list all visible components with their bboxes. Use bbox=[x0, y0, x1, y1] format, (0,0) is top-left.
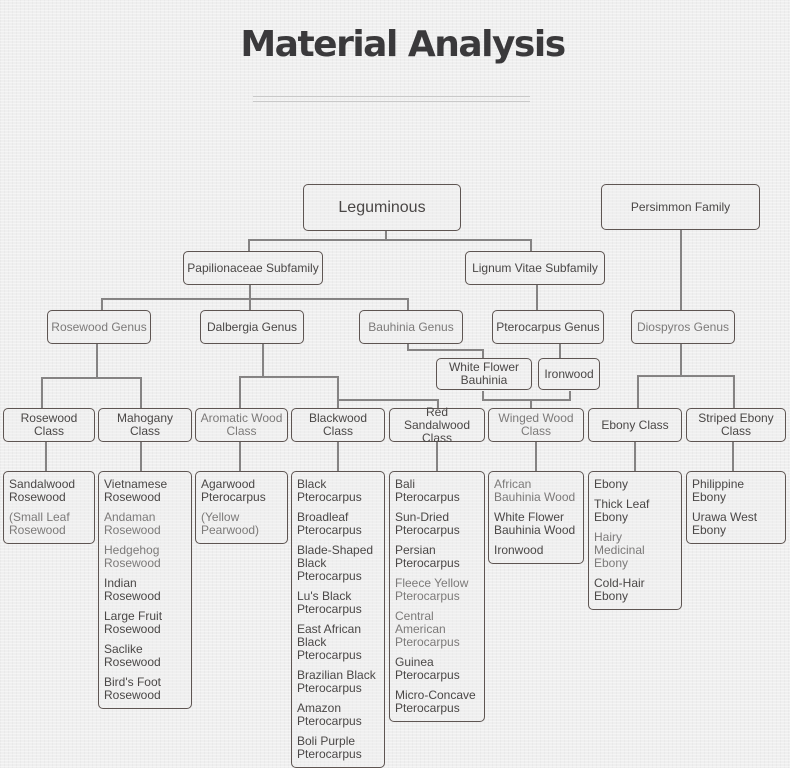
node-label: Mahogany Class bbox=[116, 411, 174, 438]
node-label: Rosewood Genus bbox=[51, 319, 147, 334]
list-item: Lu's Black Pterocarpus bbox=[297, 589, 362, 616]
list-item: Boli Purple Pterocarpus bbox=[297, 734, 362, 761]
node-rosewood-genus[interactable]: Rosewood Genus bbox=[47, 310, 151, 344]
node-mahogany-class[interactable]: Mahogany Class bbox=[98, 408, 192, 442]
node-persimmon-family[interactable]: Persimmon Family bbox=[601, 184, 760, 230]
list-red-sandalwood-class: Bali Pterocarpus Sun-Dried Pterocarpus P… bbox=[389, 471, 485, 722]
node-label: Diospyros Genus bbox=[636, 319, 730, 334]
node-lignum-vitae-subfamily[interactable]: Lignum Vitae Subfamily bbox=[465, 251, 605, 285]
list-rosewood-class: Sandalwood Rosewood (Small Leaf Rosewood bbox=[3, 471, 95, 544]
list-item: Large Fruit Rosewood bbox=[104, 609, 163, 636]
list-item: Central American Pterocarpus bbox=[395, 609, 460, 649]
node-striped-ebony-class[interactable]: Striped Ebony Class bbox=[686, 408, 786, 442]
node-label: Papilionaceae Subfamily bbox=[187, 260, 319, 275]
list-item: Micro-Concave Pterocarpus bbox=[395, 688, 476, 715]
list-item: Broadleaf Pterocarpus bbox=[297, 510, 362, 537]
node-label: Aromatic Wood Class bbox=[200, 411, 283, 438]
list-mahogany-class: Vietnamese Rosewood Andaman Rosewood Hed… bbox=[98, 471, 192, 709]
node-winged-wood-class[interactable]: Winged Wood Class bbox=[488, 408, 584, 442]
list-item: Ebony bbox=[594, 477, 629, 491]
list-winged-wood-class: African Bauhinia Wood White Flower Bauhi… bbox=[488, 471, 584, 564]
list-item: Hedgehog Rosewood bbox=[104, 543, 161, 570]
list-item: Fleece Yellow Pterocarpus bbox=[395, 576, 469, 603]
node-bauhinia-genus[interactable]: Bauhinia Genus bbox=[359, 310, 463, 344]
page-title: Material Analysis bbox=[240, 24, 566, 65]
node-label: Ebony Class bbox=[601, 417, 669, 432]
node-pterocarpus-genus[interactable]: Pterocarpus Genus bbox=[492, 310, 604, 344]
list-item: Urawa West Ebony bbox=[692, 510, 758, 537]
node-ebony-class[interactable]: Ebony Class bbox=[588, 408, 682, 442]
node-label: Bauhinia Genus bbox=[368, 319, 454, 334]
list-item: Bird's Foot Rosewood bbox=[104, 675, 161, 702]
link-to-winged bbox=[482, 391, 571, 401]
list-item: African Bauhinia Wood bbox=[494, 477, 576, 504]
list-item: Agarwood Pterocarpus bbox=[201, 477, 266, 504]
list-item: Philippine Ebony bbox=[692, 477, 745, 504]
node-label: Striped Ebony Class bbox=[698, 411, 774, 438]
node-white-flower-bauhinia[interactable]: White Flower Bauhinia bbox=[436, 358, 532, 390]
list-item: (Small Leaf Rosewood bbox=[9, 510, 70, 537]
node-label: Winged Wood Class bbox=[498, 411, 574, 438]
list-item: Indian Rosewood bbox=[104, 576, 161, 603]
link-dalbergia-blackwood bbox=[263, 376, 339, 409]
link-leguminous-lignum bbox=[386, 239, 532, 252]
link-rosewood-classes bbox=[41, 344, 98, 409]
list-item: Brazilian Black Pterocarpus bbox=[297, 668, 376, 695]
link-dalbergia-redsandal bbox=[338, 399, 439, 409]
link-bauhinia-whiteflower bbox=[407, 344, 484, 359]
list-item: Blade-Shaped Black Pterocarpus bbox=[297, 543, 374, 583]
node-red-sandalwood-class[interactable]: Red Sandalwood Class bbox=[389, 404, 485, 445]
list-item: (Yellow Pearwood) bbox=[201, 510, 260, 537]
list-item: Ironwood bbox=[494, 543, 544, 557]
link-papilionaceae-genera bbox=[101, 285, 251, 311]
list-item: Hairy Medicinal Ebony bbox=[594, 530, 645, 570]
link-papilionaceae-bauhinia bbox=[250, 298, 409, 311]
list-item: Bali Pterocarpus bbox=[395, 477, 460, 504]
node-label: Pterocarpus Genus bbox=[496, 319, 600, 334]
title-divider bbox=[253, 96, 530, 97]
list-item: Saclike Rosewood bbox=[104, 642, 161, 669]
node-blackwood-class[interactable]: Blackwood Class bbox=[291, 408, 385, 442]
link-diospyros-striped bbox=[681, 375, 735, 409]
node-label: White Flower Bauhinia bbox=[448, 360, 519, 387]
list-item: Black Pterocarpus bbox=[297, 477, 362, 504]
list-striped-ebony-class: Philippine Ebony Urawa West Ebony bbox=[686, 471, 786, 544]
node-papilionaceae-subfamily[interactable]: Papilionaceae Subfamily bbox=[183, 251, 323, 285]
node-diospyros-genus[interactable]: Diospyros Genus bbox=[631, 310, 735, 344]
list-item: White Flower Bauhinia Wood bbox=[494, 510, 576, 537]
node-label: Persimmon Family bbox=[630, 199, 731, 214]
node-aromatic-wood-class[interactable]: Aromatic Wood Class bbox=[195, 408, 288, 442]
node-label: Dalbergia Genus bbox=[206, 319, 298, 334]
node-rosewood-class[interactable]: Rosewood Class bbox=[3, 408, 95, 442]
list-ebony-class: Ebony Thick Leaf Ebony Hairy Medicinal E… bbox=[588, 471, 682, 610]
title-divider-2 bbox=[253, 101, 530, 102]
list-blackwood-class: Black Pterocarpus Broadleaf Pterocarpus … bbox=[291, 471, 385, 768]
list-aromatic-class: Agarwood Pterocarpus (Yellow Pearwood) bbox=[195, 471, 288, 544]
list-item: Andaman Rosewood bbox=[104, 510, 161, 537]
node-label: Lignum Vitae Subfamily bbox=[472, 260, 598, 275]
node-label: Red Sandalwood Class bbox=[403, 404, 471, 445]
link-diospyros-classes bbox=[637, 344, 682, 409]
list-item: Amazon Pterocarpus bbox=[297, 701, 362, 728]
node-leguminous[interactable]: Leguminous bbox=[303, 184, 461, 231]
list-item: Sun-Dried Pterocarpus bbox=[395, 510, 460, 537]
list-item: Thick Leaf Ebony bbox=[594, 497, 650, 524]
link-dalbergia-classes bbox=[239, 344, 264, 409]
link-leguminous-subfamilies bbox=[248, 231, 387, 252]
link-rosewood-mahogany bbox=[97, 377, 142, 409]
list-item: Sandalwood Rosewood bbox=[9, 477, 76, 504]
node-ironwood[interactable]: Ironwood bbox=[538, 358, 600, 390]
node-label: Blackwood Class bbox=[308, 411, 368, 438]
list-item: East African Black Pterocarpus bbox=[297, 622, 362, 662]
node-label: Ironwood bbox=[544, 366, 594, 381]
node-label: Rosewood Class bbox=[20, 411, 78, 438]
list-item: Cold-Hair Ebony bbox=[594, 576, 645, 603]
list-item: Guinea Pterocarpus bbox=[395, 655, 460, 682]
list-item: Persian Pterocarpus bbox=[395, 543, 460, 570]
node-dalbergia-genus[interactable]: Dalbergia Genus bbox=[200, 310, 304, 344]
node-label: Leguminous bbox=[338, 198, 426, 216]
list-item: Vietnamese Rosewood bbox=[104, 477, 168, 504]
